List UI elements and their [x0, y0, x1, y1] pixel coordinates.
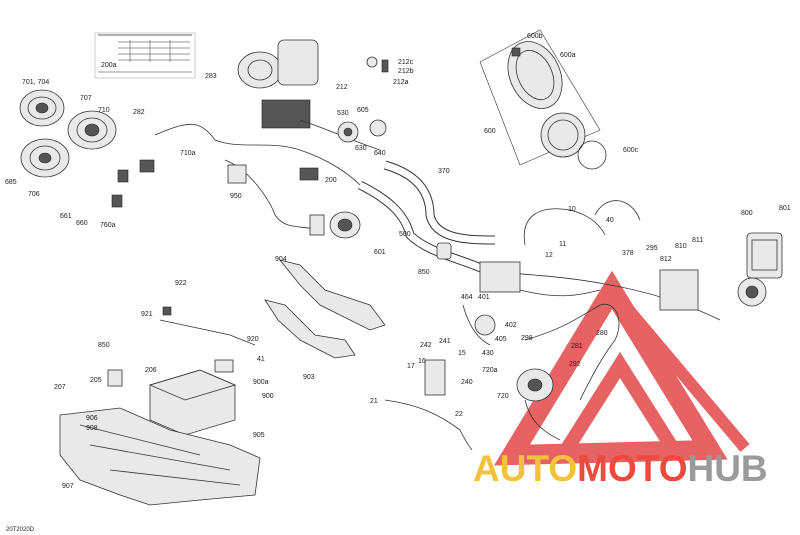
callout-904: 904 — [275, 256, 287, 263]
callout-850: 850 — [418, 269, 430, 276]
callout-900: 900 — [262, 393, 274, 400]
callout-710a: 710a — [180, 150, 196, 157]
battery-tray-assembly — [59, 306, 261, 506]
callout-720: 720 — [497, 393, 509, 400]
callout-17: 17 — [407, 363, 415, 370]
callout-710: 710 — [98, 107, 110, 114]
callout-900a: 900a — [253, 379, 269, 386]
callout-labels: 701, 704 707 710 685 706 661 660 760a 71… — [5, 33, 791, 490]
callout-10: 10 — [568, 206, 576, 213]
center-bracket — [384, 304, 496, 451]
watermark-part-moto: MOTO — [577, 448, 688, 489]
callout-241: 241 — [439, 338, 451, 345]
callout-601: 601 — [374, 249, 386, 256]
callout-207: 207 — [54, 384, 66, 391]
callout-200: 200 — [325, 177, 337, 184]
callout-281: 281 — [571, 343, 583, 350]
watermark-logo-mark — [493, 270, 750, 466]
callout-378: 378 — [622, 250, 634, 257]
callout-701: 701, 704 — [22, 79, 49, 86]
callout-402: 402 — [505, 322, 517, 329]
callout-16: 16 — [418, 358, 426, 365]
callout-283: 283 — [205, 73, 217, 80]
callout-903: 903 — [303, 374, 315, 381]
callout-212a: 212a — [393, 79, 409, 86]
callout-685: 685 — [5, 179, 17, 186]
callout-280: 280 — [596, 330, 608, 337]
sensor-group — [337, 56, 389, 143]
callout-812: 812 — [660, 256, 672, 263]
callout-405: 405 — [495, 336, 507, 343]
callout-500: 500 — [399, 231, 411, 238]
callout-922: 922 — [175, 280, 187, 287]
callout-240: 240 — [461, 379, 473, 386]
callout-41: 41 — [257, 356, 265, 363]
watermark-part-auto: AUTO — [473, 448, 578, 489]
callout-242: 242 — [420, 342, 432, 349]
callout-905: 905 — [253, 432, 265, 439]
callout-370: 370 — [438, 168, 450, 175]
callout-950: 950 — [230, 193, 242, 200]
watermark-wordmark: AUTOMOTOHUB — [473, 449, 768, 489]
callout-811: 811 — [692, 237, 703, 244]
callout-760a: 760a — [100, 222, 116, 229]
callout-295: 295 — [646, 245, 658, 252]
callout-850-lower: 850 — [98, 342, 110, 349]
callout-800: 800 — [741, 210, 753, 217]
callout-430: 430 — [482, 350, 494, 357]
air-intake-tube — [329, 160, 498, 279]
drawing-id: 20T2020D — [6, 527, 35, 533]
callout-661: 661 — [60, 213, 72, 220]
instrument-cluster — [479, 29, 607, 170]
callout-205: 205 — [90, 377, 102, 384]
callout-21: 21 — [370, 398, 378, 405]
callout-530: 530 — [337, 110, 349, 117]
callout-720a: 720a — [482, 367, 498, 374]
callout-801: 801 — [779, 205, 791, 212]
callout-12: 12 — [545, 252, 553, 259]
callout-660: 660 — [76, 220, 88, 227]
callout-600: 600 — [484, 128, 496, 135]
callout-600b: 600b — [527, 33, 543, 40]
callout-600c: 600c — [623, 147, 639, 154]
callout-40: 40 — [606, 217, 614, 224]
callout-212: 212 — [336, 84, 348, 91]
callout-908: 908 — [86, 425, 98, 432]
callout-810: 810 — [675, 243, 687, 250]
callout-605: 605 — [357, 107, 369, 114]
callout-920: 920 — [247, 336, 259, 343]
inset-200a — [94, 32, 196, 79]
callout-600a: 600a — [560, 52, 576, 59]
callout-630: 630 — [355, 145, 367, 152]
callout-22: 22 — [455, 411, 463, 418]
callout-640: 640 — [374, 150, 386, 157]
right-harness — [479, 200, 783, 321]
callout-15: 15 — [458, 350, 466, 357]
throttle-body-harness — [154, 39, 381, 236]
inset-label-200a: 200a — [101, 62, 117, 69]
callout-292: 292 — [569, 361, 581, 368]
headlight-assembly-left — [19, 89, 155, 208]
watermark-part-hub: HUB — [687, 448, 768, 489]
callout-206: 206 — [145, 367, 157, 374]
callout-11: 11 — [559, 241, 566, 248]
callout-907: 907 — [62, 483, 74, 490]
callout-298: 298 — [521, 335, 533, 342]
callout-707: 707 — [80, 95, 92, 102]
callout-706: 706 — [28, 191, 40, 198]
callout-906: 906 — [86, 415, 98, 422]
body-brackets — [264, 259, 386, 359]
callout-401: 401 — [478, 294, 490, 301]
callout-921: 921 — [141, 311, 153, 318]
callout-282: 282 — [133, 109, 145, 116]
callout-464: 464 — [461, 294, 473, 301]
callout-212b: 212b — [398, 68, 414, 75]
callout-212c: 212c — [398, 59, 414, 66]
lower-right-lamp — [516, 303, 620, 441]
